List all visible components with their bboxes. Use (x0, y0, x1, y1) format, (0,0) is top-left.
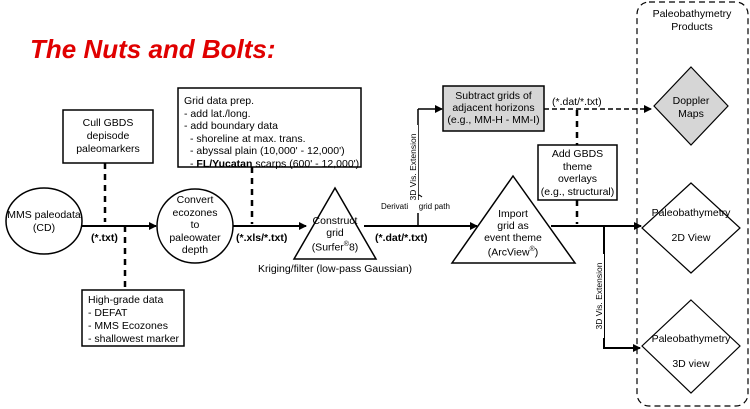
import-grid-label: Import grid as event theme (ArcView®) (473, 208, 553, 259)
cull-gbds-line: depisode (86, 130, 130, 142)
mms-paleodata-line: MMS paleodata (7, 209, 81, 221)
import-line: Import (498, 208, 528, 220)
mms-paleodata-line: (CD) (32, 222, 56, 234)
view-3d-label: Paleobathymetry 3D view (642, 333, 740, 371)
doppler-line: Maps (678, 108, 704, 120)
grid-prep-bullet: - (190, 157, 197, 170)
subtract-grids-label: Subtract grids of adjacent horizons (e.g… (443, 90, 544, 126)
add-gbds-line: Add GBDS (551, 148, 604, 160)
view-3d-line: Paleobathymetry (651, 333, 731, 345)
arcview-text: (ArcView (487, 246, 530, 259)
products-header-line: Paleobathymetry (652, 8, 732, 20)
construct-grid-label: Construct grid (Surfer®8) (300, 215, 370, 254)
registered-mark: ® (529, 246, 535, 253)
high-grade-title: High-grade data (88, 294, 164, 306)
registered-mark: ® (343, 241, 349, 248)
convert-line: to (190, 219, 200, 231)
convert-label: Convert ecozones to paleowater depth (160, 194, 230, 257)
view-2d-line: 2D View (671, 232, 711, 244)
cull-gbds-line: paleomarkers (76, 143, 140, 155)
edge-label-txt: (*.txt) (91, 232, 118, 244)
mms-paleodata-label: MMS paleodata (CD) (6, 209, 82, 235)
convert-line: ecozones (172, 206, 218, 219)
high-grade-item: - MMS Ecozones (88, 320, 168, 332)
high-grade-item: - shallowest marker (88, 333, 180, 345)
grid-prep-label: Grid data prep. - add lat./long. - add b… (184, 95, 359, 170)
surfer-text: (Surfer (311, 241, 344, 254)
products-header: Paleobathymetry Products (640, 8, 744, 34)
edge-label-vis-ext-2: 3D Vis. Extension (594, 254, 604, 338)
page-title: The Nuts and Bolts: (30, 34, 276, 64)
edge-label-dat-txt: (*.dat/*.txt) (375, 232, 428, 244)
grid-prep-line: - abyssal plain (10,000' - 12,000') (190, 145, 345, 157)
edge-label-dat-txt-2: (*.dat/*.txt) (552, 96, 602, 108)
high-grade-label: High-grade data - DEFAT - MMS Ecozones -… (88, 294, 179, 346)
convert-line: Convert (176, 194, 214, 206)
grid-prep-title: Grid data prep. (184, 95, 255, 107)
subtract-grids-box (442, 85, 545, 132)
grid-prep-box (177, 87, 362, 168)
cull-gbds-line: Cull GBDS (82, 117, 134, 129)
add-gbds-label: Add GBDS theme overlays (e.g., structura… (538, 148, 617, 198)
edge-label-xls-txt: (*.xls/*.txt) (236, 232, 288, 244)
high-grade-item: - DEFAT (88, 307, 128, 319)
grid-prep-line: - add boundary data (184, 120, 278, 132)
add-gbds-box (537, 144, 618, 201)
import-line: event theme (484, 232, 542, 244)
mms-paleodata-node (5, 187, 83, 255)
grid-prep-line-end: scarps (600' - 12,000') (255, 157, 360, 170)
high-grade-box (81, 289, 185, 347)
grid-prep-bold: FL/Yucatan (196, 157, 253, 170)
subtract-line: adjacent horizons (452, 102, 535, 114)
cull-gbds-label: Cull GBDS depisode paleomarkers (63, 117, 153, 156)
subtract-line: (e.g., MM-H - MM-I) (447, 114, 540, 126)
view-3d-line: 3D view (672, 358, 710, 370)
arcview-close: ) (534, 246, 539, 259)
convert-line: depth (181, 244, 209, 256)
grid-prep-line: - shoreline at max. trans. (190, 132, 306, 145)
grid-prep-line: - add lat./long. (184, 107, 251, 120)
edge-label-vis-ext-1: 3D Vis. Extension (408, 125, 418, 209)
cull-gbds-box (62, 109, 154, 164)
add-gbds-line: overlays (557, 173, 598, 185)
kriging-label: Kriging/filter (low-pass Gaussian) (258, 263, 413, 275)
doppler-maps-label: Doppler Maps (654, 95, 728, 121)
construct-grid-node (292, 186, 378, 260)
view-3d-node (641, 299, 741, 394)
grid-prep-line: - FL/Yucatan scarps (600' - 12,000') (184, 158, 359, 171)
view-2d-line: Paleobathymetry (651, 207, 731, 219)
doppler-line: Doppler (672, 95, 710, 107)
construct-line: (Surfer®8) (300, 239, 370, 254)
construct-line: grid (326, 227, 344, 239)
import-line: (ArcView®) (473, 244, 553, 259)
add-gbds-line: theme (562, 160, 593, 173)
surfer-version: 8) (348, 241, 359, 254)
subtract-line: Subtract grids of (455, 90, 532, 102)
convert-line: paleowater (169, 231, 221, 244)
view-2d-node (641, 182, 741, 274)
import-grid-node (450, 174, 577, 264)
products-panel (636, 1, 749, 407)
view-2d-label: Paleobathymetry 2D View (642, 207, 740, 245)
products-header-line: Products (671, 21, 713, 33)
add-gbds-line: (e.g., structural) (540, 185, 615, 198)
edge-import-3d (603, 226, 641, 352)
construct-line: Construct (312, 215, 358, 227)
import-line: grid as (497, 220, 529, 232)
doppler-maps-node (653, 66, 729, 146)
